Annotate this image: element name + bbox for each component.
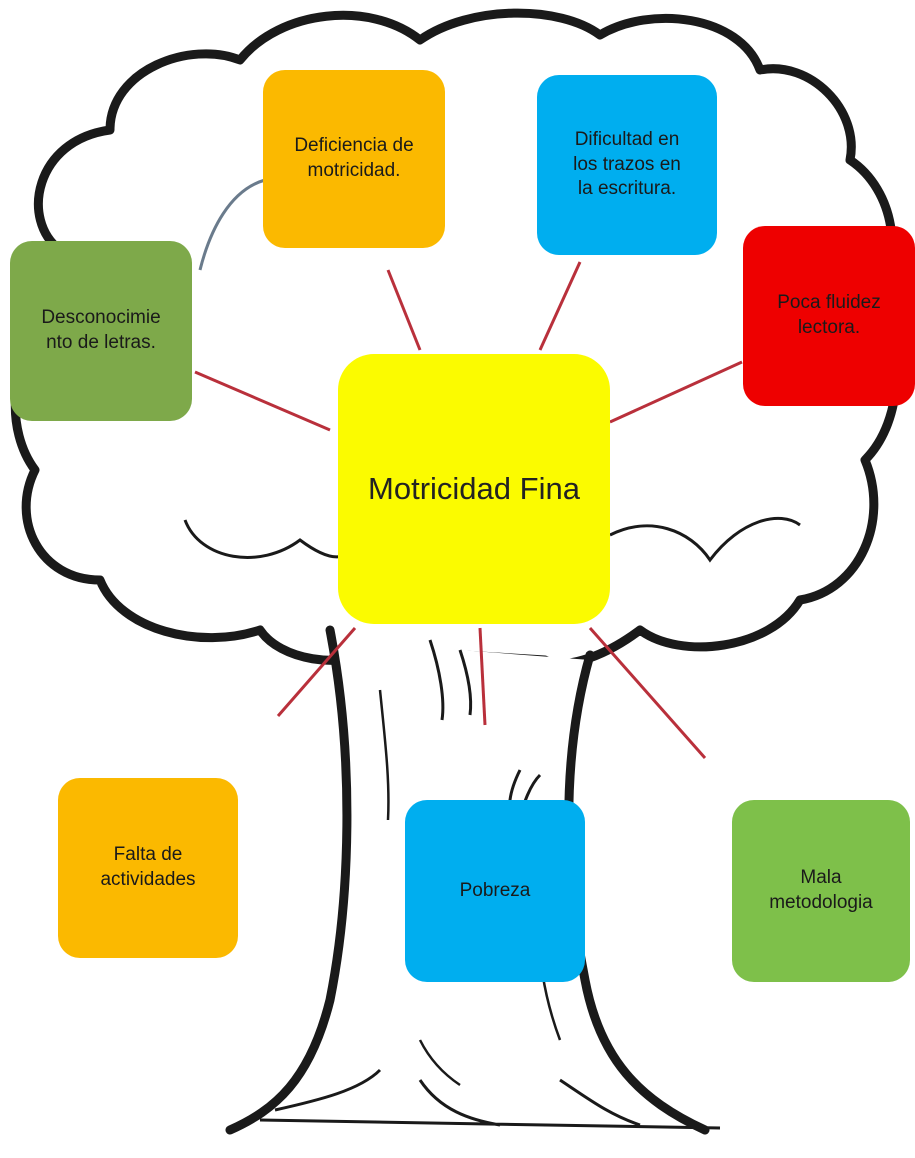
trunk-bark-detail-6 xyxy=(418,1039,461,1087)
connector-line xyxy=(609,360,743,424)
trunk-bark-detail-4 xyxy=(378,689,390,821)
crown-inner-wisp-bottom-left xyxy=(183,519,346,559)
tree-trunk-left-edge xyxy=(225,625,352,1135)
central-node: Motricidad Fina xyxy=(338,354,610,624)
connector-line xyxy=(588,627,707,759)
connector-line xyxy=(194,370,331,432)
trunk-bark-detail-2 xyxy=(458,649,473,716)
crown-inner-wisp-left xyxy=(198,178,266,271)
trunk-bark-detail-1 xyxy=(428,639,445,721)
node-desconocimiento: Desconocimie nto de letras. xyxy=(10,241,192,421)
node-poca-fluidez: Poca fluidez lectora. xyxy=(743,226,915,406)
connector-lines xyxy=(194,261,743,759)
tree-roots xyxy=(259,1068,721,1130)
crown-inner-wisp-bottom-right xyxy=(609,516,801,563)
connector-line xyxy=(478,627,487,726)
connector-line xyxy=(538,261,582,351)
node-dificultad: Dificultad en los trazos en la escritura… xyxy=(537,75,717,255)
node-mala-metodologia: Mala metodologia xyxy=(732,800,910,982)
node-pobreza: Pobreza xyxy=(405,800,585,982)
node-falta-actividades: Falta de actividades xyxy=(58,778,238,958)
connector-line xyxy=(386,269,422,351)
connector-line xyxy=(276,627,357,717)
node-deficiencia: Deficiencia de motricidad. xyxy=(263,70,445,248)
